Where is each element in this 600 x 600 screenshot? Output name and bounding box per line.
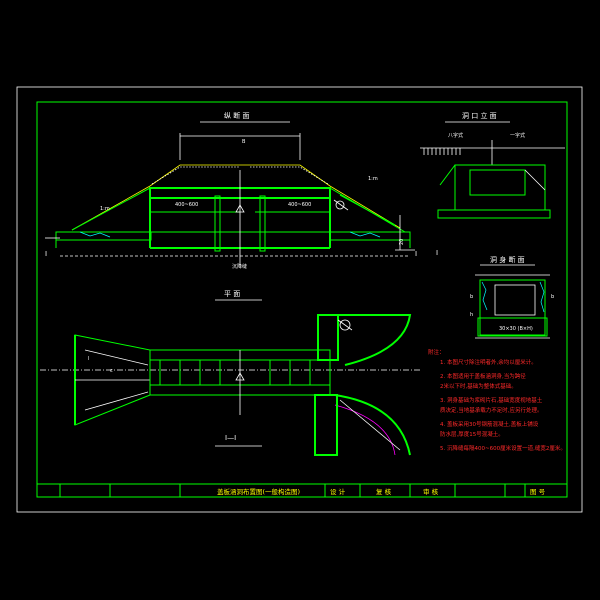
note-3: 2米以下时,基础为整体式基础。 bbox=[440, 382, 517, 390]
dim-length-right: 400~600 bbox=[288, 202, 311, 208]
section-marker-left: I bbox=[45, 250, 47, 258]
dim-B: B bbox=[242, 139, 246, 145]
note-6: 4. 盖板采用30号钢筋混凝土,盖板上铺设 bbox=[440, 420, 539, 428]
svg-text:b: b bbox=[470, 294, 473, 300]
notes-header: 附注： bbox=[428, 348, 445, 356]
plan-title: 平 面 bbox=[224, 290, 240, 298]
title-block-design: 设 计 bbox=[330, 487, 346, 496]
note-8: 5. 沉降缝每隔400~600厘米设置一道,缝宽2厘米。 bbox=[440, 444, 566, 452]
longitudinal-title: 纵 断 面 bbox=[224, 111, 249, 120]
svg-text:20: 20 bbox=[399, 239, 405, 245]
title-block-sheet: 图 号 bbox=[530, 488, 546, 496]
title-block-title: 盖板涵洞布置图(一般构造图) bbox=[217, 487, 300, 496]
note-2: 2. 本图适用于盖板涵洞身,当为跨径 bbox=[440, 372, 526, 380]
svg-text:I: I bbox=[436, 249, 438, 257]
note-4: 3. 洞身基础为浆砌片石,基础宽度视地基土 bbox=[440, 396, 543, 404]
notes-block: 附注： 1. 本图尺寸除注明者外,余均以厘米计。 2. 本图适用于盖板涵洞身,当… bbox=[428, 348, 566, 452]
outer-frame bbox=[16, 86, 583, 513]
note-1: 1. 本图尺寸除注明者外,余均以厘米计。 bbox=[440, 358, 537, 366]
dim-length-left: 400~600 bbox=[175, 202, 198, 208]
settlement-joint-label: 沉降缝 bbox=[232, 263, 247, 270]
portal-right-label: 一字式 bbox=[510, 132, 525, 139]
portal-elevation: 洞 口 立 面 八字式 一字式 I bbox=[420, 111, 565, 257]
svg-text:b: b bbox=[551, 294, 554, 300]
slope-left: 1:m bbox=[100, 206, 110, 212]
note-5: 质决定,当地基承载力不足时,应另行处理。 bbox=[440, 406, 543, 414]
svg-text:l: l bbox=[88, 356, 89, 362]
longitudinal-section: 纵 断 面 B 400~600 400~600 bbox=[45, 111, 417, 270]
section-mark: I—I bbox=[225, 434, 236, 442]
title-block-review: 复 核 bbox=[376, 487, 392, 496]
section-detail: 洞 身 断 面 30×30 (B×H) b b h bbox=[470, 255, 554, 339]
svg-text:h: h bbox=[470, 312, 473, 318]
section-base-label: 30×30 (B×H) bbox=[499, 326, 533, 332]
svg-text:c: c bbox=[110, 368, 113, 374]
title-block-approve: 审 核 bbox=[423, 487, 439, 496]
drawing-border bbox=[36, 101, 568, 498]
slope-right: 1:m bbox=[368, 176, 378, 182]
section-detail-title: 洞 身 断 面 bbox=[490, 255, 525, 264]
title-block: 盖板涵洞布置图(一般构造图) 设 计 复 核 审 核 图 号 bbox=[37, 483, 567, 497]
portal-title: 洞 口 立 面 bbox=[462, 111, 497, 120]
section-marker-right: I bbox=[415, 250, 417, 258]
plan-view: 平 面 I—I c l bbox=[40, 290, 420, 456]
note-7: 防水层,厚度15号混凝土。 bbox=[440, 430, 504, 438]
portal-left-label: 八字式 bbox=[448, 132, 463, 139]
